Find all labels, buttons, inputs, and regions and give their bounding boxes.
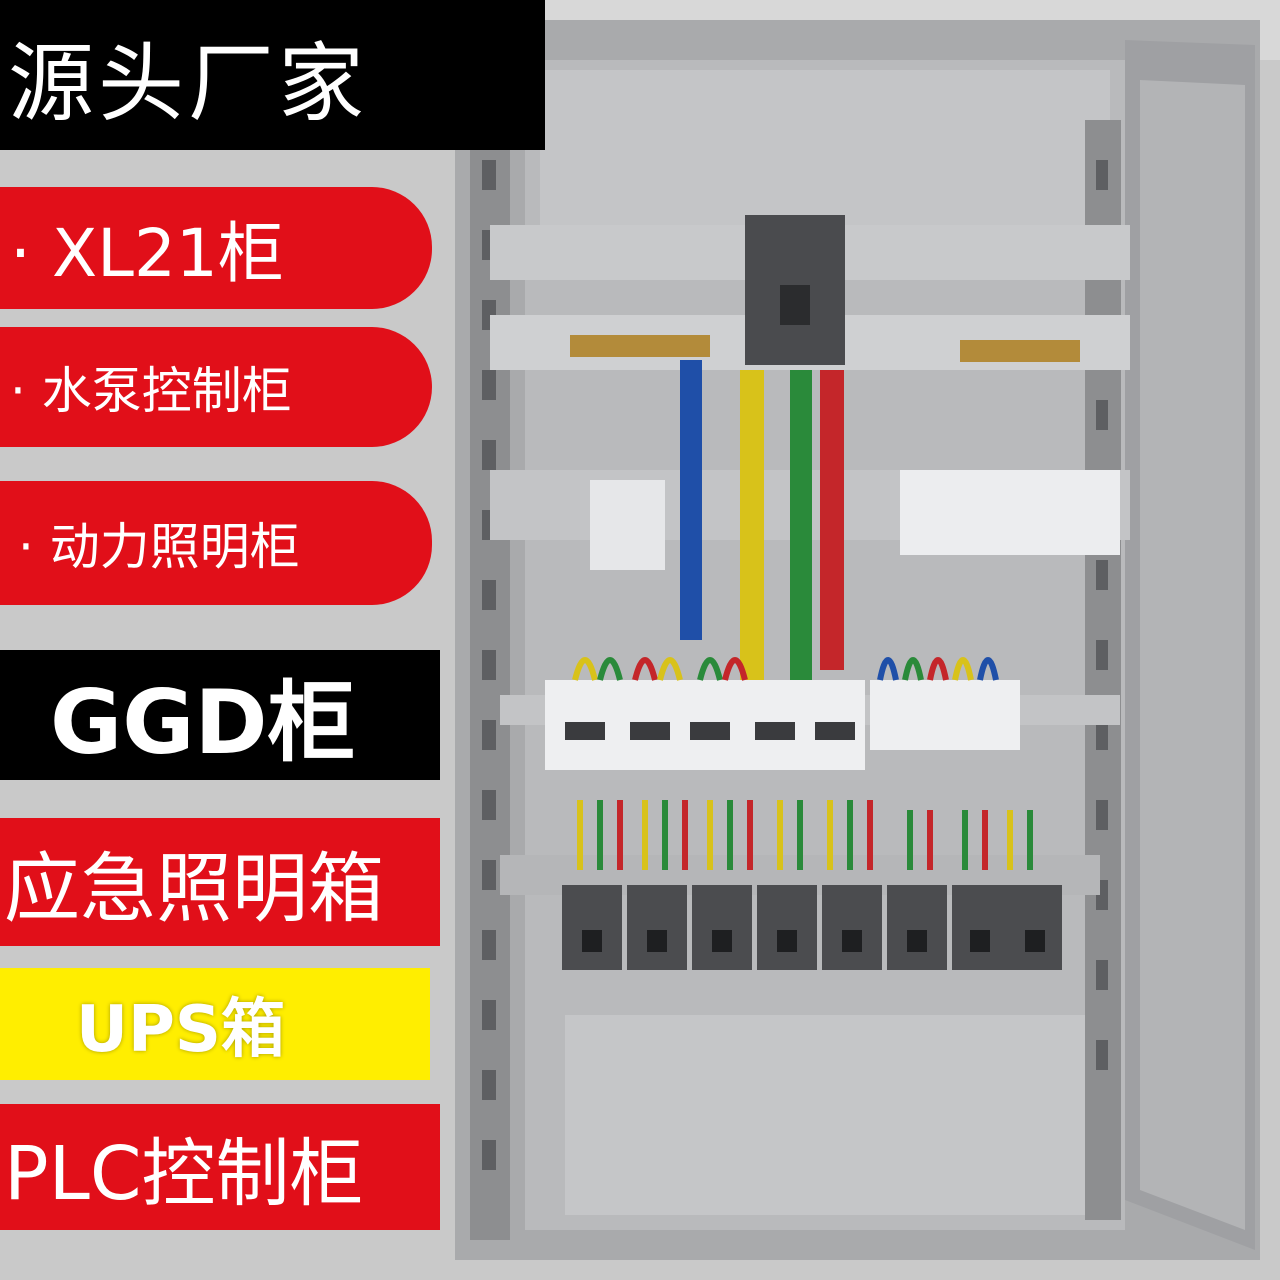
banner-title: 源头厂家 <box>0 0 545 150</box>
label-emergency-lighting-box: 应急照明箱 <box>0 818 440 946</box>
label-plc-control-cabinet: PLC控制柜 <box>0 1104 440 1230</box>
label-power-lighting-cabinet: · 动力照明柜 <box>0 481 432 605</box>
label-ggd-cabinet: GGD柜 <box>0 650 440 780</box>
label-xl21-cabinet: · XL21柜 <box>0 187 432 309</box>
label-pump-control-cabinet: · 水泵控制柜 <box>0 327 432 447</box>
label-ups-box: UPS箱 <box>0 968 430 1080</box>
